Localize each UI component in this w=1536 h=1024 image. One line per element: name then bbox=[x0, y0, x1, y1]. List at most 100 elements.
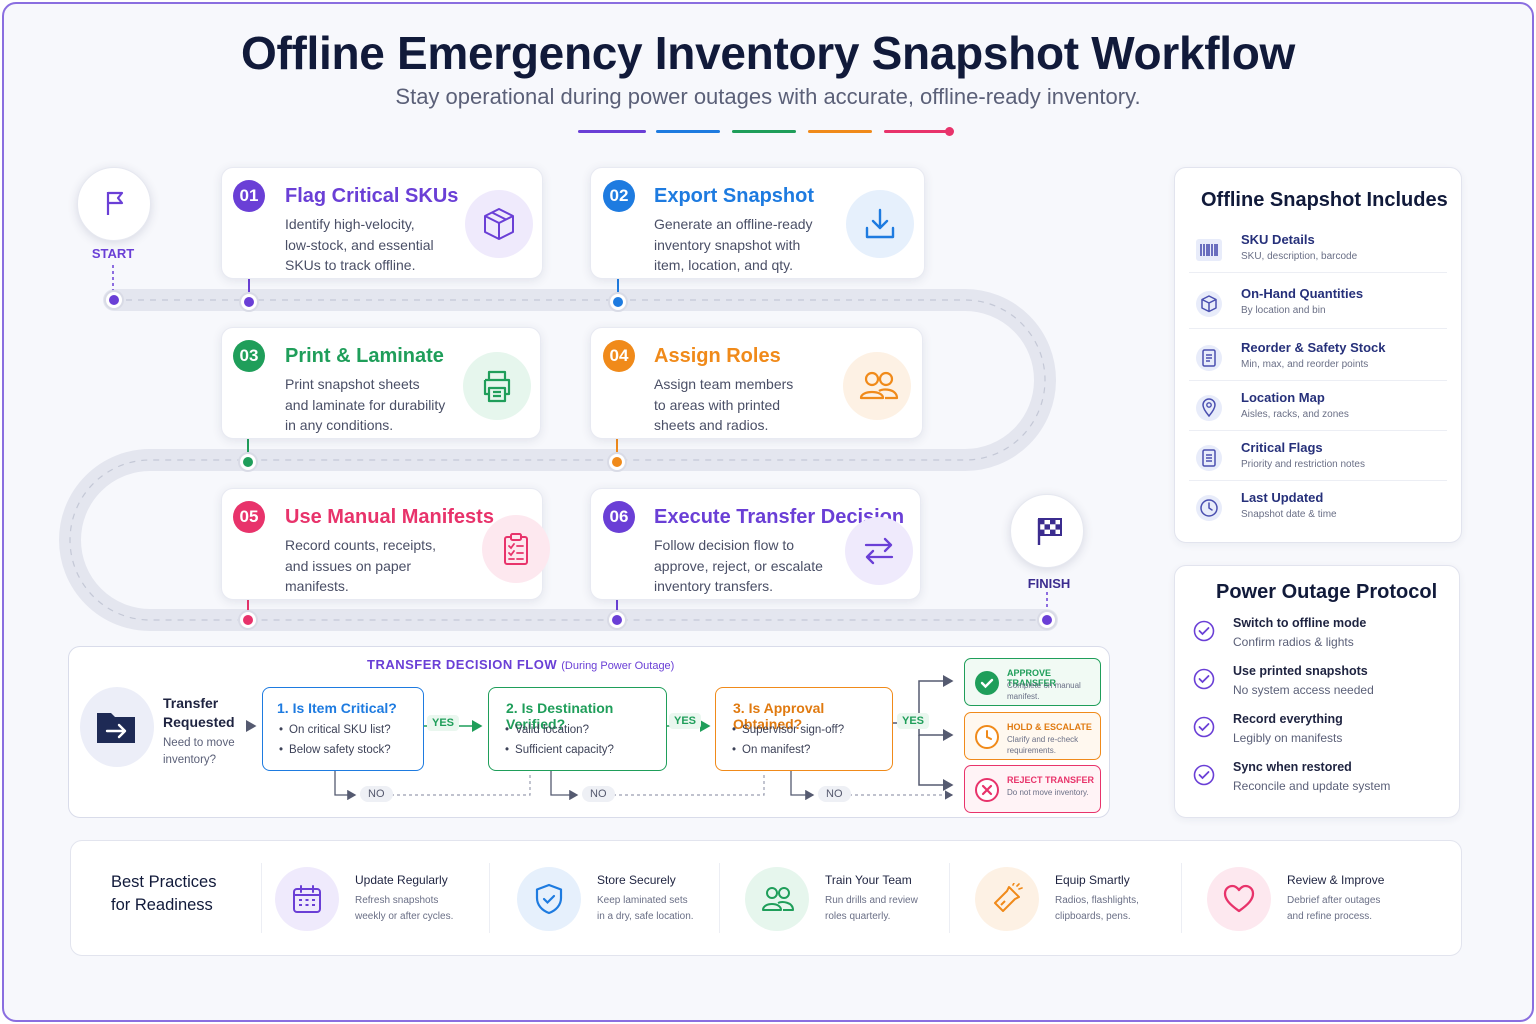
yes-label: YES bbox=[427, 715, 460, 731]
outcome-reject: REJECT TRANSFER Do not move inventory. bbox=[964, 765, 1101, 813]
panel-title: Power Outage Protocol bbox=[1216, 581, 1438, 603]
road-node bbox=[239, 292, 259, 312]
divider bbox=[719, 863, 720, 933]
step-number: 01 bbox=[233, 180, 265, 212]
step-icon-circle bbox=[463, 352, 531, 420]
check-circle-icon bbox=[1193, 620, 1215, 642]
map-pin-icon bbox=[1196, 395, 1222, 421]
list-icon bbox=[1196, 345, 1222, 371]
flow-header: TRANSFER DECISION FLOW (During Power Out… bbox=[367, 657, 675, 672]
download-icon bbox=[865, 208, 895, 239]
finish-marker bbox=[1010, 494, 1084, 568]
divider bbox=[949, 863, 950, 933]
step-description: Record counts, receipts,and issues on pa… bbox=[285, 537, 436, 594]
clipboard-icon bbox=[504, 533, 528, 565]
box-icon bbox=[484, 208, 514, 240]
step-icon-circle bbox=[845, 517, 913, 585]
power-outage-protocol-panel: Power Outage Protocol Switch to offline … bbox=[1174, 565, 1460, 818]
box-icon bbox=[1196, 291, 1222, 317]
page-subtitle: Stay operational during power outages wi… bbox=[395, 84, 1141, 109]
road-node bbox=[104, 290, 124, 310]
road-node bbox=[607, 610, 627, 630]
step-card-01: 01 Flag Critical SKUs Identify high-velo… bbox=[221, 167, 543, 279]
clock-icon bbox=[975, 725, 999, 749]
barcode-icon bbox=[1196, 239, 1222, 261]
start-label: START bbox=[91, 246, 135, 261]
divider bbox=[1189, 480, 1447, 481]
yes-label: YES bbox=[897, 713, 930, 729]
page-title: Offline Emergency Inventory Snapshot Wor… bbox=[240, 27, 1296, 79]
no-label: NO bbox=[360, 786, 393, 802]
road-node bbox=[238, 452, 258, 472]
calendar-icon bbox=[293, 885, 321, 913]
check-circle-icon bbox=[1193, 764, 1215, 786]
decision-destination: 2. Is Destination Verified? Valid locati… bbox=[488, 687, 667, 771]
users-icon bbox=[762, 887, 794, 911]
accent-line-purple bbox=[578, 130, 646, 133]
step-icon-circle bbox=[482, 515, 550, 583]
road-node bbox=[607, 452, 627, 472]
check-icon bbox=[975, 671, 999, 695]
clock-icon bbox=[1196, 495, 1222, 521]
road-node bbox=[608, 292, 628, 312]
step-number: 02 bbox=[603, 180, 635, 212]
divider bbox=[1189, 380, 1447, 381]
finish-label: FINISH bbox=[1027, 576, 1071, 591]
step-title: Use Manual Manifests bbox=[285, 506, 494, 528]
accent-dot bbox=[945, 127, 954, 136]
checkered-flag-icon bbox=[1037, 518, 1062, 545]
step-title: Assign Roles bbox=[654, 345, 781, 367]
divider bbox=[1189, 430, 1447, 431]
divider bbox=[1189, 272, 1447, 273]
road-node bbox=[1037, 610, 1057, 630]
accent-line-pink bbox=[884, 130, 948, 133]
check-circle-icon bbox=[1193, 668, 1215, 690]
decision-critical: 1. Is Item Critical? On critical SKU lis… bbox=[262, 687, 424, 771]
no-label: NO bbox=[582, 786, 615, 802]
shield-icon bbox=[535, 883, 563, 915]
printer-icon bbox=[483, 370, 511, 403]
divider bbox=[1189, 328, 1447, 329]
accent-line-blue bbox=[656, 130, 720, 133]
step-title: Export Snapshot bbox=[654, 185, 815, 207]
step-card-03: 03 Print & Laminate Print snapshot sheet… bbox=[221, 327, 541, 439]
divider bbox=[489, 863, 490, 933]
step-number: 04 bbox=[603, 340, 635, 372]
best-practice-item: Equip Smartly Radios, flashlights,clipbo… bbox=[975, 863, 1195, 935]
step-title: Flag Critical SKUs bbox=[285, 185, 459, 207]
document-icon bbox=[1196, 445, 1222, 471]
flag-icon bbox=[106, 191, 124, 215]
folder-transfer-icon bbox=[97, 713, 135, 743]
divider bbox=[261, 863, 262, 933]
users-icon bbox=[859, 371, 899, 400]
decision-approval: 3. Is Approval Obtained? Supervisor sign… bbox=[715, 687, 893, 771]
transfer-request-icon-circle bbox=[80, 687, 154, 767]
transfer-icon bbox=[864, 537, 894, 565]
check-circle-icon bbox=[1193, 716, 1215, 738]
step-icon-circle bbox=[846, 190, 914, 258]
accent-line-green bbox=[732, 130, 796, 133]
